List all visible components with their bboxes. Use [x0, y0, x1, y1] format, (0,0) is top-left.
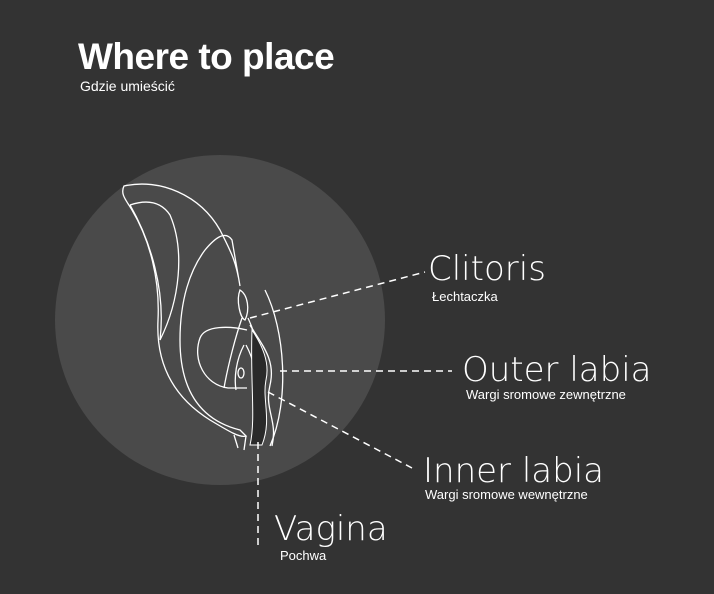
outer-labia-label: Outer labia [462, 350, 652, 390]
outer-labia-translation: Wargi sromowe zewnętrzne [466, 387, 626, 402]
inner-labia-label: Inner labia [423, 451, 604, 491]
clitoris-pointer-line [249, 271, 426, 319]
vagina-translation: Pochwa [280, 548, 327, 563]
inner-labia-translation: Wargi sromowe wewnętrzne [425, 487, 588, 502]
labia-shading [249, 328, 268, 446]
background-circle [55, 155, 385, 485]
clitoris-label: Clitoris [428, 249, 546, 289]
clitoris-translation: Łechtaczka [432, 289, 498, 304]
inner-labia-pointer-line [267, 391, 413, 469]
page-subtitle: Gdzie umieścić [80, 78, 175, 94]
page-title: Where to place [78, 36, 335, 77]
vagina-label: Vagina [274, 509, 388, 549]
